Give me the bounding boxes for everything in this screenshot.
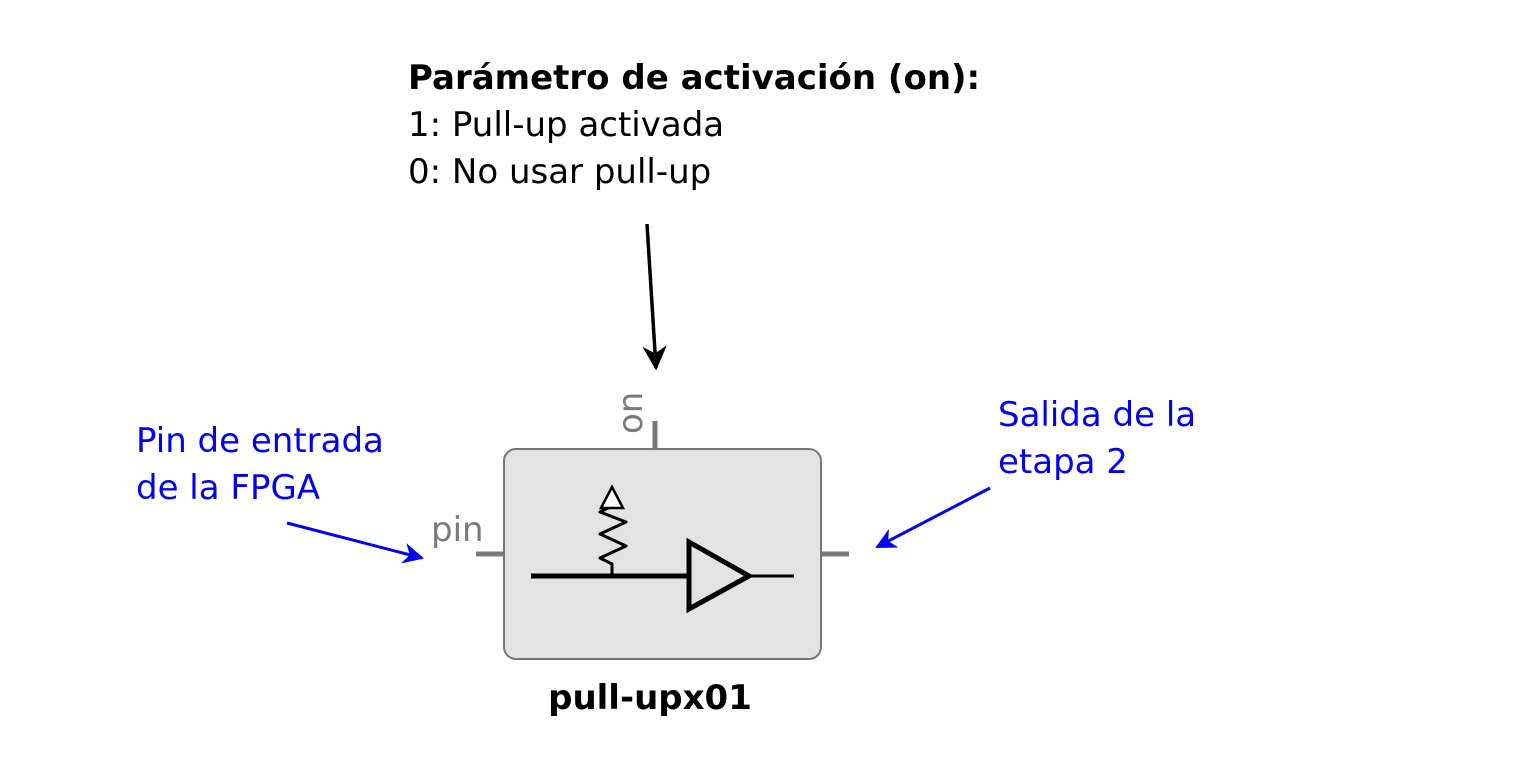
output-annotation-line-1: Salida de la bbox=[998, 395, 1196, 435]
port-pin-label: pin bbox=[431, 510, 484, 550]
block-name: pull-upx01 bbox=[548, 678, 752, 718]
input-annotation-arrow bbox=[286, 521, 425, 564]
pull-up-buffer-icon bbox=[531, 484, 794, 614]
port-on-label: on bbox=[611, 392, 651, 434]
output-annotation-line-2: etapa 2 bbox=[998, 442, 1128, 482]
parameter-title: Parámetro de activación (on): bbox=[408, 58, 980, 98]
pull-up-block-body[interactable] bbox=[503, 448, 822, 660]
parameter-option-1: 1: Pull-up activada bbox=[408, 105, 724, 145]
input-annotation-line-2: de la FPGA bbox=[136, 468, 320, 508]
parameter-arrow bbox=[642, 223, 667, 371]
parameter-option-0: 0: No usar pull-up bbox=[408, 152, 711, 192]
output-annotation-arrow bbox=[875, 486, 991, 549]
input-annotation-line-1: Pin de entrada bbox=[136, 421, 384, 461]
